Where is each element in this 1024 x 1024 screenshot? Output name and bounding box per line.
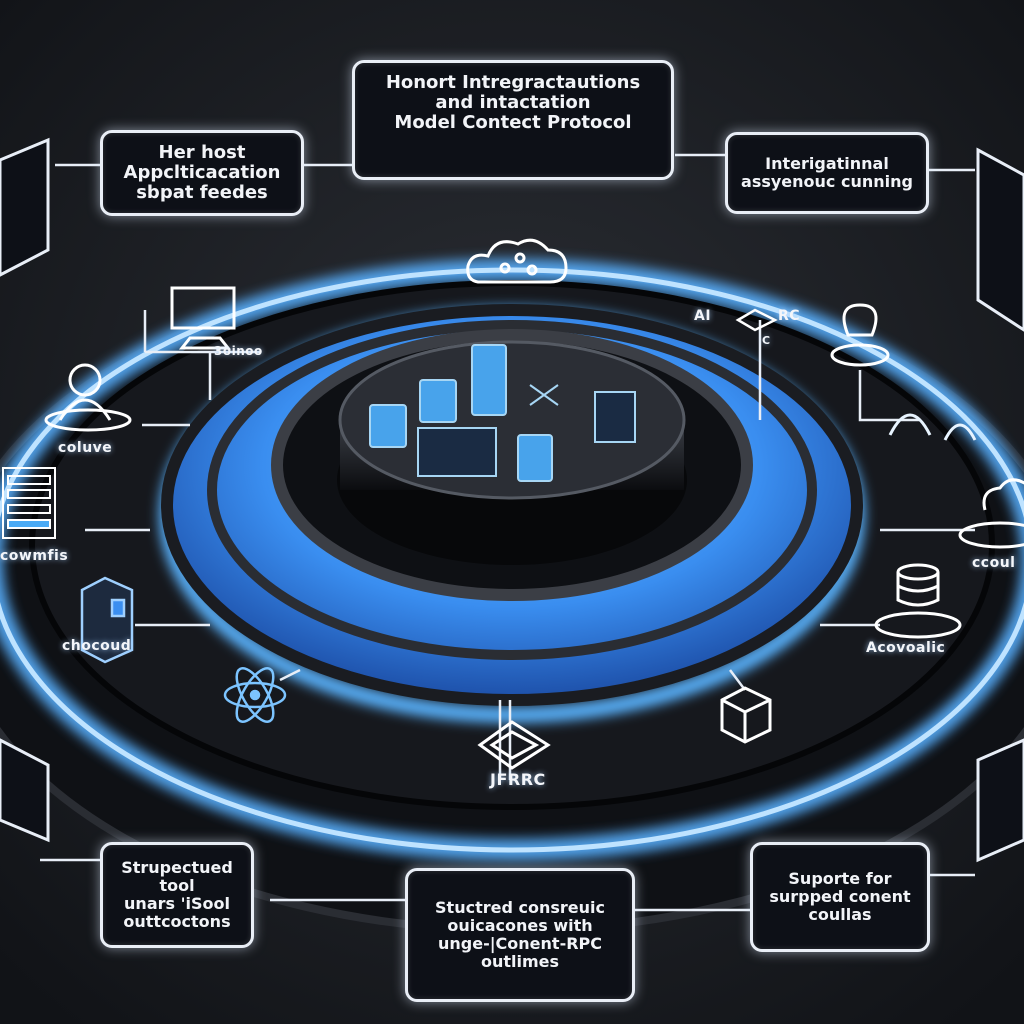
host-application-box: Her host Appclticacation sbpat feedes bbox=[100, 130, 304, 216]
cloud-network-icon bbox=[466, 238, 568, 284]
jsonrpc-diamond-icon bbox=[477, 720, 551, 770]
box-line: Model Contect Protocol bbox=[394, 112, 632, 134]
box-line: outlimes bbox=[480, 951, 560, 971]
lightbulb-icon bbox=[830, 303, 890, 367]
structured-content-box: Stuctred consreuic ouicacones with unge-… bbox=[405, 868, 635, 1002]
database-icon bbox=[874, 563, 962, 639]
building-label: chocoud bbox=[62, 638, 132, 654]
left-side-panel bbox=[0, 137, 50, 843]
box-line: surpped conent bbox=[769, 887, 911, 907]
monitor-icon bbox=[170, 286, 236, 350]
box-line: Strupectued tool bbox=[121, 858, 233, 896]
box-line: and intactation bbox=[435, 92, 591, 114]
users-label: coluve bbox=[58, 440, 113, 456]
box-line: Interigatinnal bbox=[765, 154, 889, 174]
ai-rc-diamond-icon bbox=[735, 308, 778, 332]
box-line: coullas bbox=[808, 904, 872, 924]
box-line: Appclticacation bbox=[123, 161, 281, 183]
content-support-box: Suporte for surpped conent coullas bbox=[750, 842, 930, 952]
box-line: ouicacones with bbox=[447, 916, 593, 936]
monitor-label: 3oinoo bbox=[214, 344, 263, 358]
building-icon bbox=[80, 576, 134, 664]
box-line: Her host bbox=[158, 141, 246, 163]
box-line: assyenouc cunning bbox=[741, 172, 913, 191]
jsonrpc-label: JFRRC bbox=[490, 770, 546, 789]
cloud-server-icon bbox=[958, 478, 1024, 549]
c-label: C bbox=[762, 334, 771, 347]
ai-label: AI bbox=[694, 308, 712, 324]
atom-icon bbox=[223, 667, 287, 723]
mcp-title-box: Honort Intregractautions and intactation… bbox=[352, 60, 674, 180]
box-line: unge-|Conent-RPC bbox=[437, 934, 602, 953]
cube-icon bbox=[720, 686, 772, 744]
server-list-icon bbox=[2, 467, 56, 539]
box-line: Honort Intregractautions bbox=[385, 72, 641, 93]
async-running-box: Interigatinnal assyenouc cunning bbox=[725, 132, 929, 214]
server-list-label: cowmfis bbox=[0, 548, 69, 564]
structured-tool-box: Strupectued tool unars 'iSool outtcocton… bbox=[100, 842, 254, 948]
box-line: outtcoctons bbox=[123, 911, 231, 931]
box-line: sbpat feedes bbox=[136, 182, 268, 204]
cloud-label: ccoul bbox=[972, 555, 1016, 571]
hub-blocks-icon bbox=[369, 344, 636, 482]
rc-label: RC bbox=[778, 308, 801, 324]
connector-lines bbox=[40, 153, 975, 912]
box-line: unars 'iSool bbox=[124, 894, 230, 913]
box-line: Stuctred consreuic bbox=[435, 898, 605, 918]
users-icon bbox=[44, 363, 132, 432]
box-line: Suporte for bbox=[788, 869, 892, 889]
network-arch-icon bbox=[888, 413, 977, 441]
database-label: Acovoalic bbox=[866, 640, 946, 656]
right-side-panel bbox=[976, 147, 1024, 863]
